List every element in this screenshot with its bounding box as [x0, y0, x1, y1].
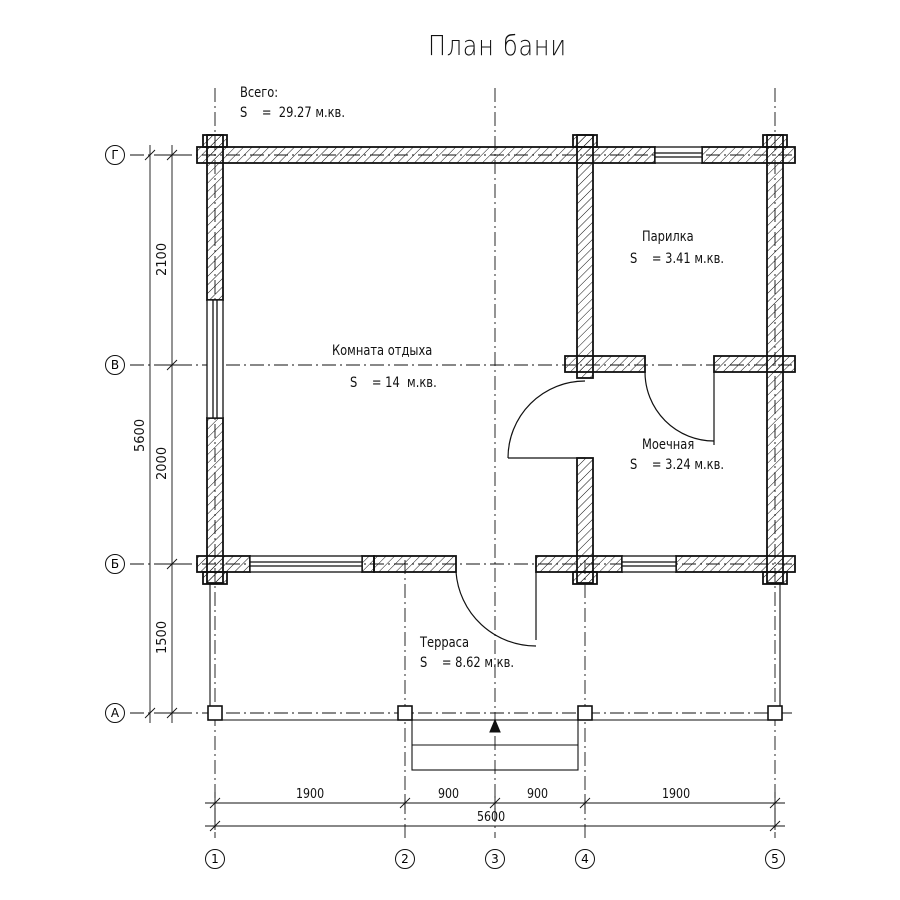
door-steam-swing	[644, 371, 715, 442]
axis-bubble-row-1: Г	[105, 145, 125, 165]
axis-bubble-col-3: 3	[485, 849, 505, 869]
axis-bubble-col-2: 2	[395, 849, 415, 869]
room-wash-area: S = 3.24 м.кв.	[630, 457, 725, 473]
dim-bottom-3: 900	[527, 787, 549, 802]
dim-bottom-total: 5600	[477, 810, 506, 825]
wall-bottom-4	[535, 555, 623, 573]
axis-bubble-row-4: А	[105, 703, 125, 723]
dim-left-1: 2100	[155, 242, 170, 276]
wall-bottom-3	[373, 555, 457, 573]
dim-left-total: 5600	[133, 418, 148, 452]
total-label: Всего:	[240, 85, 279, 101]
walls	[196, 134, 796, 584]
axis-bubble-col-5: 5	[765, 849, 785, 869]
window-bottom-wash	[621, 555, 677, 573]
windows	[206, 146, 703, 573]
room-steam-area: S = 3.41 м.кв.	[630, 251, 725, 267]
axis-bubble-row-2: В	[105, 355, 125, 375]
entry-arrow-icon	[489, 718, 501, 733]
dimension-lines	[144, 145, 785, 832]
axis-bubble-col-1: 1	[205, 849, 225, 869]
wall-mid-right	[713, 355, 796, 373]
room-terrace-area: S = 8.62 м.кв.	[420, 655, 515, 671]
wall-partition-upper	[576, 134, 594, 379]
terrace-post-1	[207, 705, 223, 721]
terrace-post-4	[767, 705, 783, 721]
dim-left-2: 2000	[155, 446, 170, 480]
window-top-steam	[654, 146, 703, 164]
log-ends	[202, 134, 788, 585]
dim-bottom-4: 1900	[662, 787, 691, 802]
wall-bottom-2	[361, 555, 375, 573]
wall-mid-left	[564, 355, 646, 373]
doors	[455, 371, 715, 647]
wall-bottom-1	[196, 555, 251, 573]
total-area: S = 29.27 м.кв.	[240, 105, 345, 121]
door-wash-swing	[507, 380, 586, 459]
terrace-post-2	[397, 705, 413, 721]
room-rest-area: S = 14 м.кв.	[350, 375, 437, 391]
terrace	[207, 584, 783, 771]
wall-left-upper	[206, 134, 224, 301]
terrace-post-3	[577, 705, 593, 721]
wall-bottom-5	[675, 555, 796, 573]
dim-bottom-2: 900	[438, 787, 460, 802]
door-entry-swing	[455, 571, 537, 647]
dim-bottom-1: 1900	[296, 787, 325, 802]
axis-bubble-col-4: 4	[575, 849, 595, 869]
plan-title: План бани	[428, 29, 567, 62]
room-terrace-name: Терраса	[420, 635, 470, 651]
room-steam-name: Парилка	[642, 229, 694, 245]
window-bottom-rest	[249, 555, 363, 573]
window-left	[206, 299, 224, 419]
dim-left-3: 1500	[155, 620, 170, 654]
room-wash-name: Моечная	[642, 437, 695, 453]
axis-bubble-row-3: Б	[105, 554, 125, 574]
room-rest-name: Комната отдыха	[332, 343, 433, 359]
